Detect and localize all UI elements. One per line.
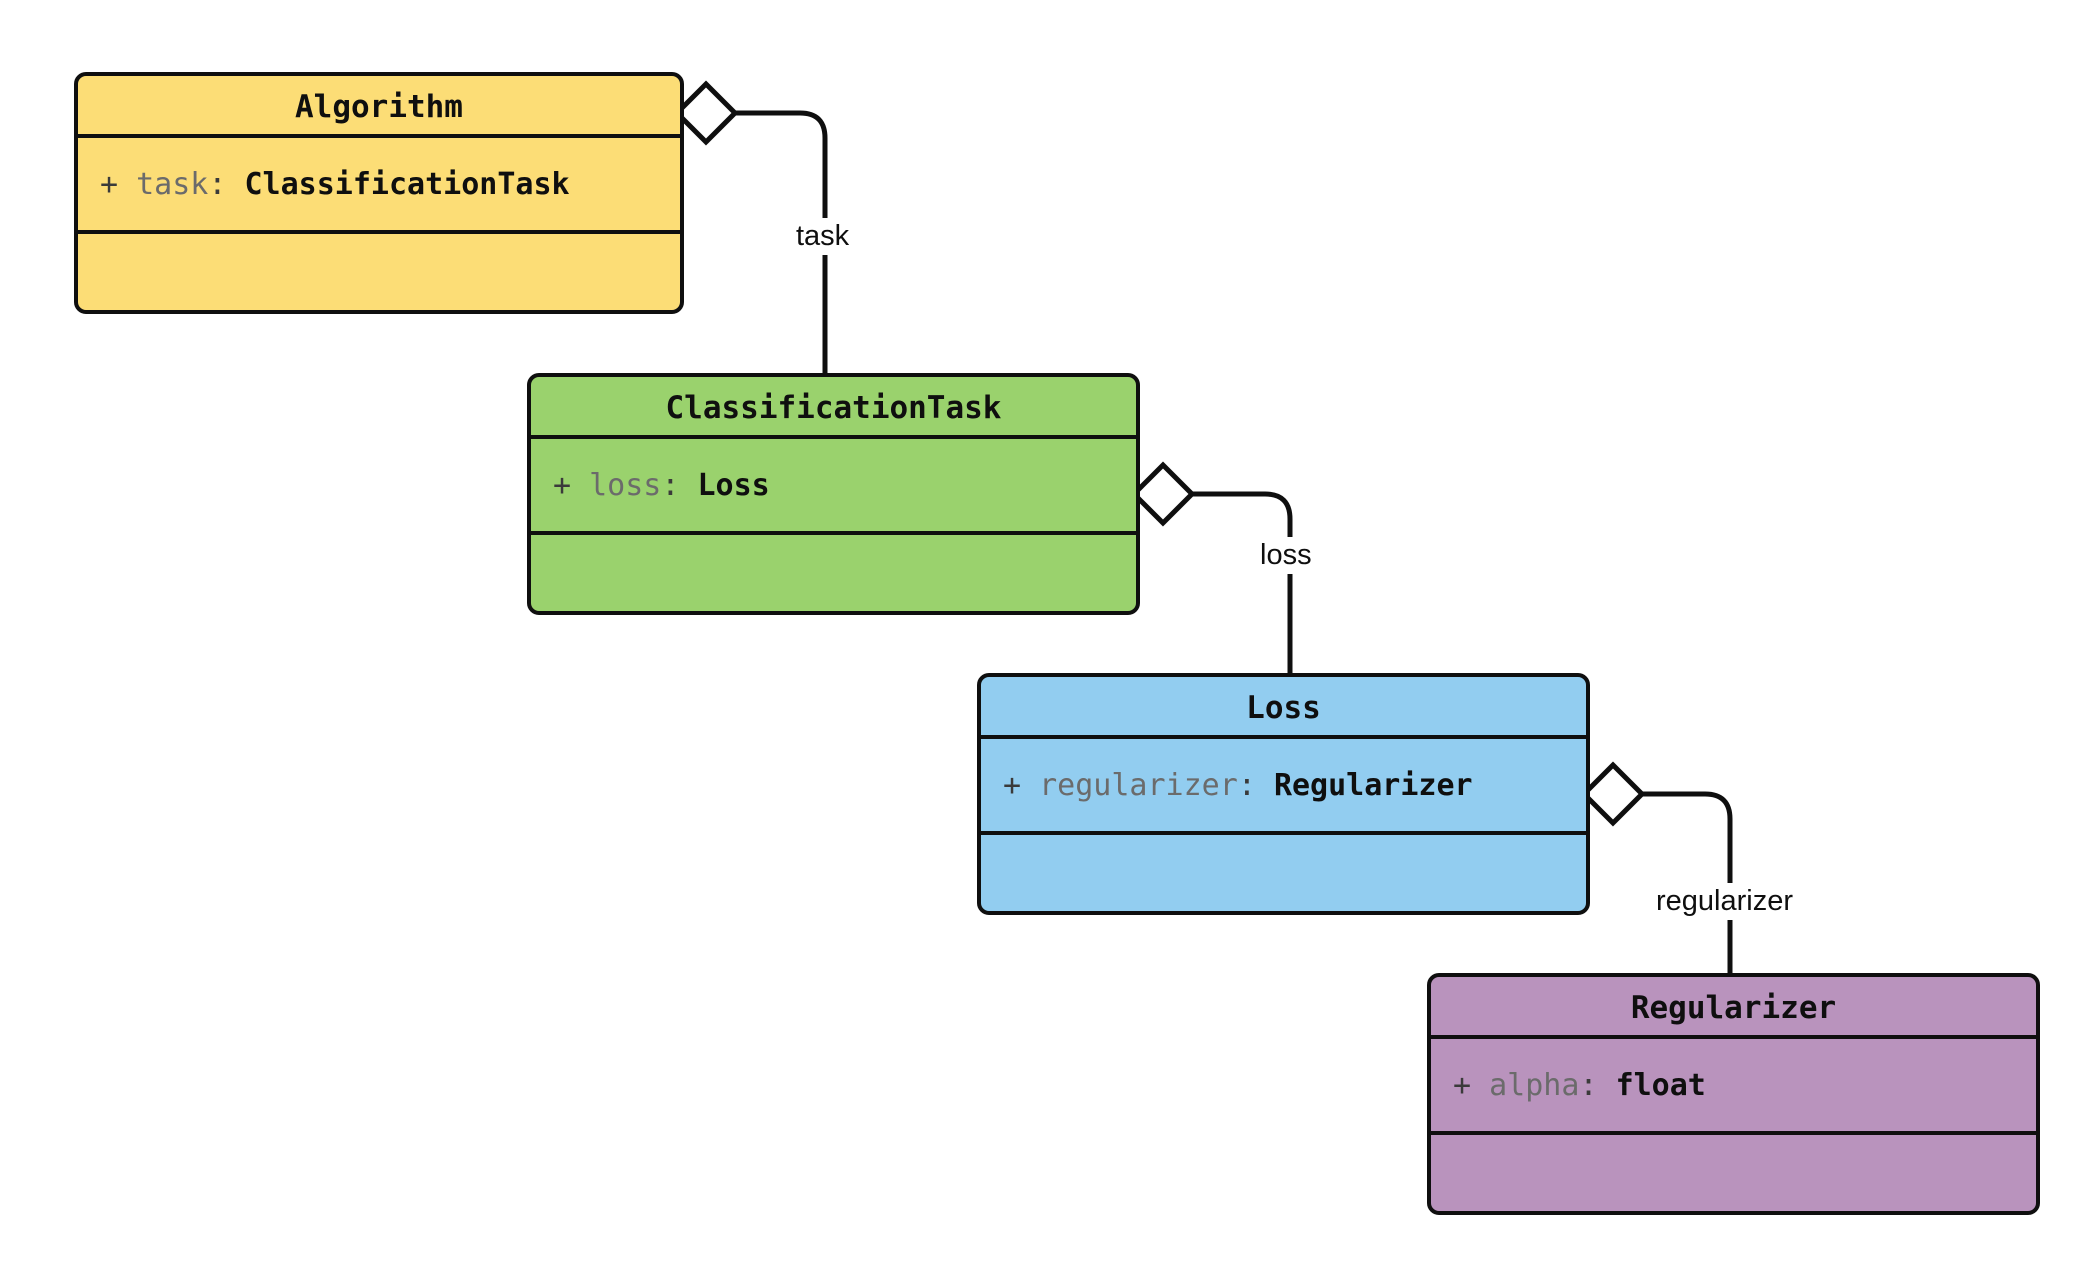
class-box-algorithm[interactable]: Algorithm + task: ClassificationTask [74, 72, 684, 314]
attribute-name: task [136, 166, 209, 202]
class-methods-classificationtask [531, 535, 1136, 611]
class-name-algorithm: Algorithm [78, 76, 680, 138]
attribute-name: loss [589, 467, 662, 503]
attribute-separator: : [1579, 1067, 1598, 1103]
attribute-row: + alpha: float [1453, 1068, 1706, 1103]
attribute-row: + loss: Loss [553, 468, 770, 503]
class-methods-loss [981, 835, 1586, 911]
edge-label-task: task [790, 218, 856, 255]
attribute-type: Loss [697, 467, 770, 503]
attribute-type: ClassificationTask [244, 166, 570, 202]
class-box-classificationtask[interactable]: ClassificationTask + loss: Loss [527, 373, 1140, 615]
class-methods-regularizer [1431, 1135, 2036, 1211]
edge-label-regularizer: regularizer [1650, 883, 1799, 920]
attribute-name: alpha [1489, 1067, 1580, 1103]
class-attributes-loss: + regularizer: Regularizer [981, 739, 1586, 835]
attribute-separator: : [1237, 767, 1256, 803]
attribute-visibility: + [553, 467, 572, 503]
edge-label-loss: loss [1254, 537, 1318, 574]
attribute-name: regularizer [1039, 767, 1238, 803]
class-name-regularizer: Regularizer [1431, 977, 2036, 1039]
class-name-loss: Loss [981, 677, 1586, 739]
attribute-separator: : [661, 467, 680, 503]
attribute-separator: : [208, 166, 227, 202]
class-box-regularizer[interactable]: Regularizer + alpha: float [1427, 973, 2040, 1215]
attribute-type: float [1615, 1067, 1706, 1103]
aggregation-diamond-loss [1130, 461, 1196, 527]
attribute-type: Regularizer [1273, 767, 1473, 803]
edge-regularizer [1580, 761, 1733, 973]
class-attributes-regularizer: + alpha: float [1431, 1039, 2036, 1135]
aggregation-diamond-regularizer [1580, 761, 1646, 827]
aggregation-diamond-task [673, 80, 739, 146]
edge-loss-line [1192, 491, 1293, 673]
attribute-visibility: + [1453, 1067, 1472, 1103]
attribute-row: + regularizer: Regularizer [1003, 768, 1473, 803]
attribute-row: + task: ClassificationTask [100, 167, 570, 202]
attribute-visibility: + [1003, 767, 1022, 803]
class-methods-algorithm [78, 234, 680, 310]
class-box-loss[interactable]: Loss + regularizer: Regularizer [977, 673, 1590, 915]
class-attributes-classificationtask: + loss: Loss [531, 439, 1136, 535]
class-name-classificationtask: ClassificationTask [531, 377, 1136, 439]
attribute-visibility: + [100, 166, 119, 202]
class-attributes-algorithm: + task: ClassificationTask [78, 138, 680, 234]
